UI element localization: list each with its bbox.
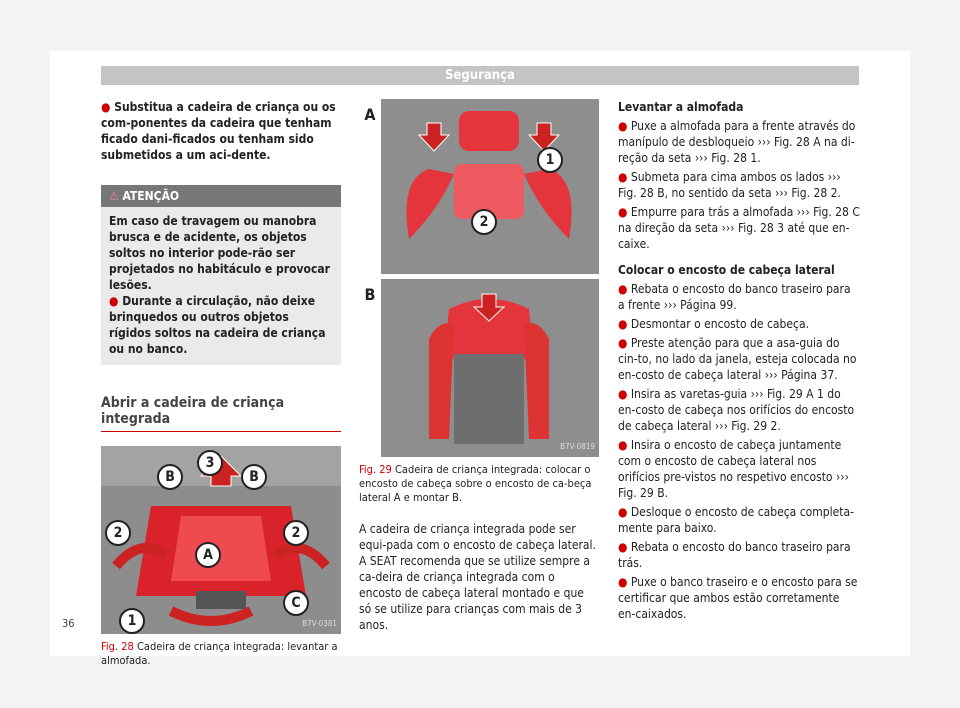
callout-1: 1 — [119, 608, 145, 634]
callout-2: 2 — [471, 209, 497, 235]
heading-lift-cushion: Levantar a almofada — [618, 100, 744, 114]
figure-code: B7V-0381 — [302, 619, 337, 628]
callout-B-right: B — [241, 464, 267, 490]
column-3: Levantar a almofada ● Puxe a almofada pa… — [618, 99, 860, 622]
callout-2-left: 2 — [105, 520, 131, 546]
column-2: A B 1 2 B7V-0819 Fig. 29 Cadeira de cria… — [359, 99, 599, 633]
figure-code: B7V-0819 — [560, 442, 595, 451]
callout-A: A — [195, 542, 221, 568]
warning-triangle-icon: ⚠ — [109, 189, 119, 203]
bullet-replace-seat: ● Substitua a cadeira de criança ou os c… — [101, 100, 336, 162]
list-item: ● Desloque o encosto de cabeça completa-… — [618, 505, 855, 535]
list-item: ● Insira as varetas-guia ››› Fig. 29 A 1… — [618, 387, 855, 433]
list-item: ● Rebata o encosto do banco traseiro par… — [618, 540, 851, 570]
list-item: ● Puxe o banco traseiro e o encosto para… — [618, 575, 858, 621]
column-1: ● Substitua a cadeira de criança ou os c… — [101, 99, 341, 668]
panel-label-B: B — [359, 283, 381, 307]
list-item: ● Submeta para cima ambos os lados ››› F… — [618, 170, 841, 200]
figure-28: B 3 B 2 2 A C 1 B7V-0381 — [101, 446, 341, 634]
callout-C: C — [283, 590, 309, 616]
page-header: Segurança — [101, 66, 859, 85]
figure-28-caption: Fig. 28 Cadeira de criança integrada: le… — [101, 640, 338, 667]
list-item: ● Insira o encosto de cabeça juntamente … — [618, 438, 849, 500]
intro-paragraph: A cadeira de criança integrada pode ser … — [359, 522, 596, 632]
list-item: ● Empurre para trás a almofada ››› Fig. … — [618, 205, 860, 251]
page-number: 36 — [62, 617, 75, 630]
callout-1: 1 — [537, 147, 563, 173]
section-title: Abrir a cadeira de criança integrada — [101, 395, 341, 432]
warning-box: ⚠ ATENÇÃO Em caso de travagem ou manobra… — [101, 185, 341, 365]
list-item: ● Desmontar o encosto de cabeça. — [618, 317, 810, 331]
figure-29-caption: Fig. 29 Cadeira de criança integrada: co… — [359, 463, 592, 504]
list-item: ● Puxe a almofada para a frente através … — [618, 119, 856, 165]
heading-place-headrest: Colocar o encosto de cabeça lateral — [618, 263, 835, 277]
callout-3: 3 — [197, 450, 223, 476]
panel-label-A: A — [359, 103, 381, 127]
warning-text-2: ● Durante a circulação, não deixe brinqu… — [109, 294, 326, 356]
list-item: ● Preste atenção para que a asa-guia do … — [618, 336, 857, 382]
figure-29: A B 1 2 B7V-0819 — [359, 99, 599, 457]
list-item: ● Rebata o encosto do banco traseiro par… — [618, 282, 851, 312]
warning-title: ⚠ ATENÇÃO — [101, 185, 341, 207]
callout-B-left: B — [157, 464, 183, 490]
headrest-illustration — [359, 99, 599, 457]
warning-text-1: Em caso de travagem ou manobra brusca e … — [109, 214, 330, 292]
callout-2-right: 2 — [283, 520, 309, 546]
